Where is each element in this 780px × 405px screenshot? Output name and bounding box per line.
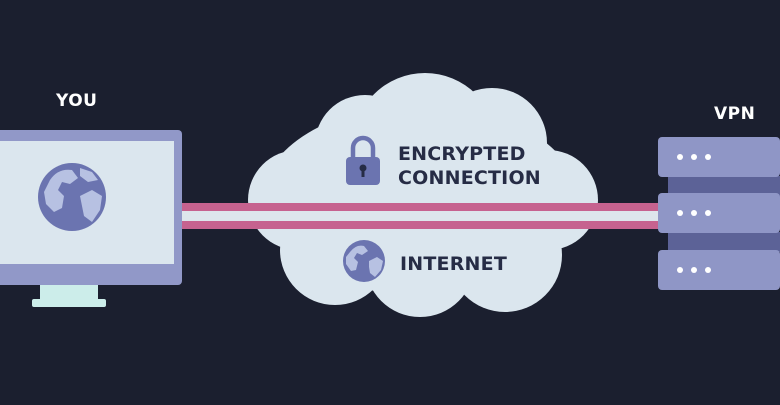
user-label: YOU bbox=[56, 91, 98, 111]
tunnel-inner bbox=[180, 211, 662, 221]
encrypted-line-1: ENCRYPTED bbox=[398, 143, 526, 165]
internet-label: INTERNET bbox=[400, 253, 507, 275]
encrypted-line-2: CONNECTION bbox=[398, 167, 541, 189]
server-unit-1 bbox=[658, 137, 780, 177]
server-unit-3 bbox=[658, 250, 780, 290]
lock-icon bbox=[346, 135, 380, 185]
server-rack-icon bbox=[658, 137, 780, 290]
encrypted-connection-label: ENCRYPTED CONNECTION bbox=[398, 142, 541, 190]
monitor-stand bbox=[40, 285, 98, 301]
server-unit-2 bbox=[658, 193, 780, 233]
encrypted-tunnel bbox=[180, 203, 662, 229]
vpn-label: VPN bbox=[714, 104, 756, 124]
globe-icon bbox=[38, 163, 106, 231]
monitor-base bbox=[32, 299, 106, 307]
internet-globe-icon bbox=[343, 240, 385, 282]
monitor-icon bbox=[0, 130, 182, 307]
